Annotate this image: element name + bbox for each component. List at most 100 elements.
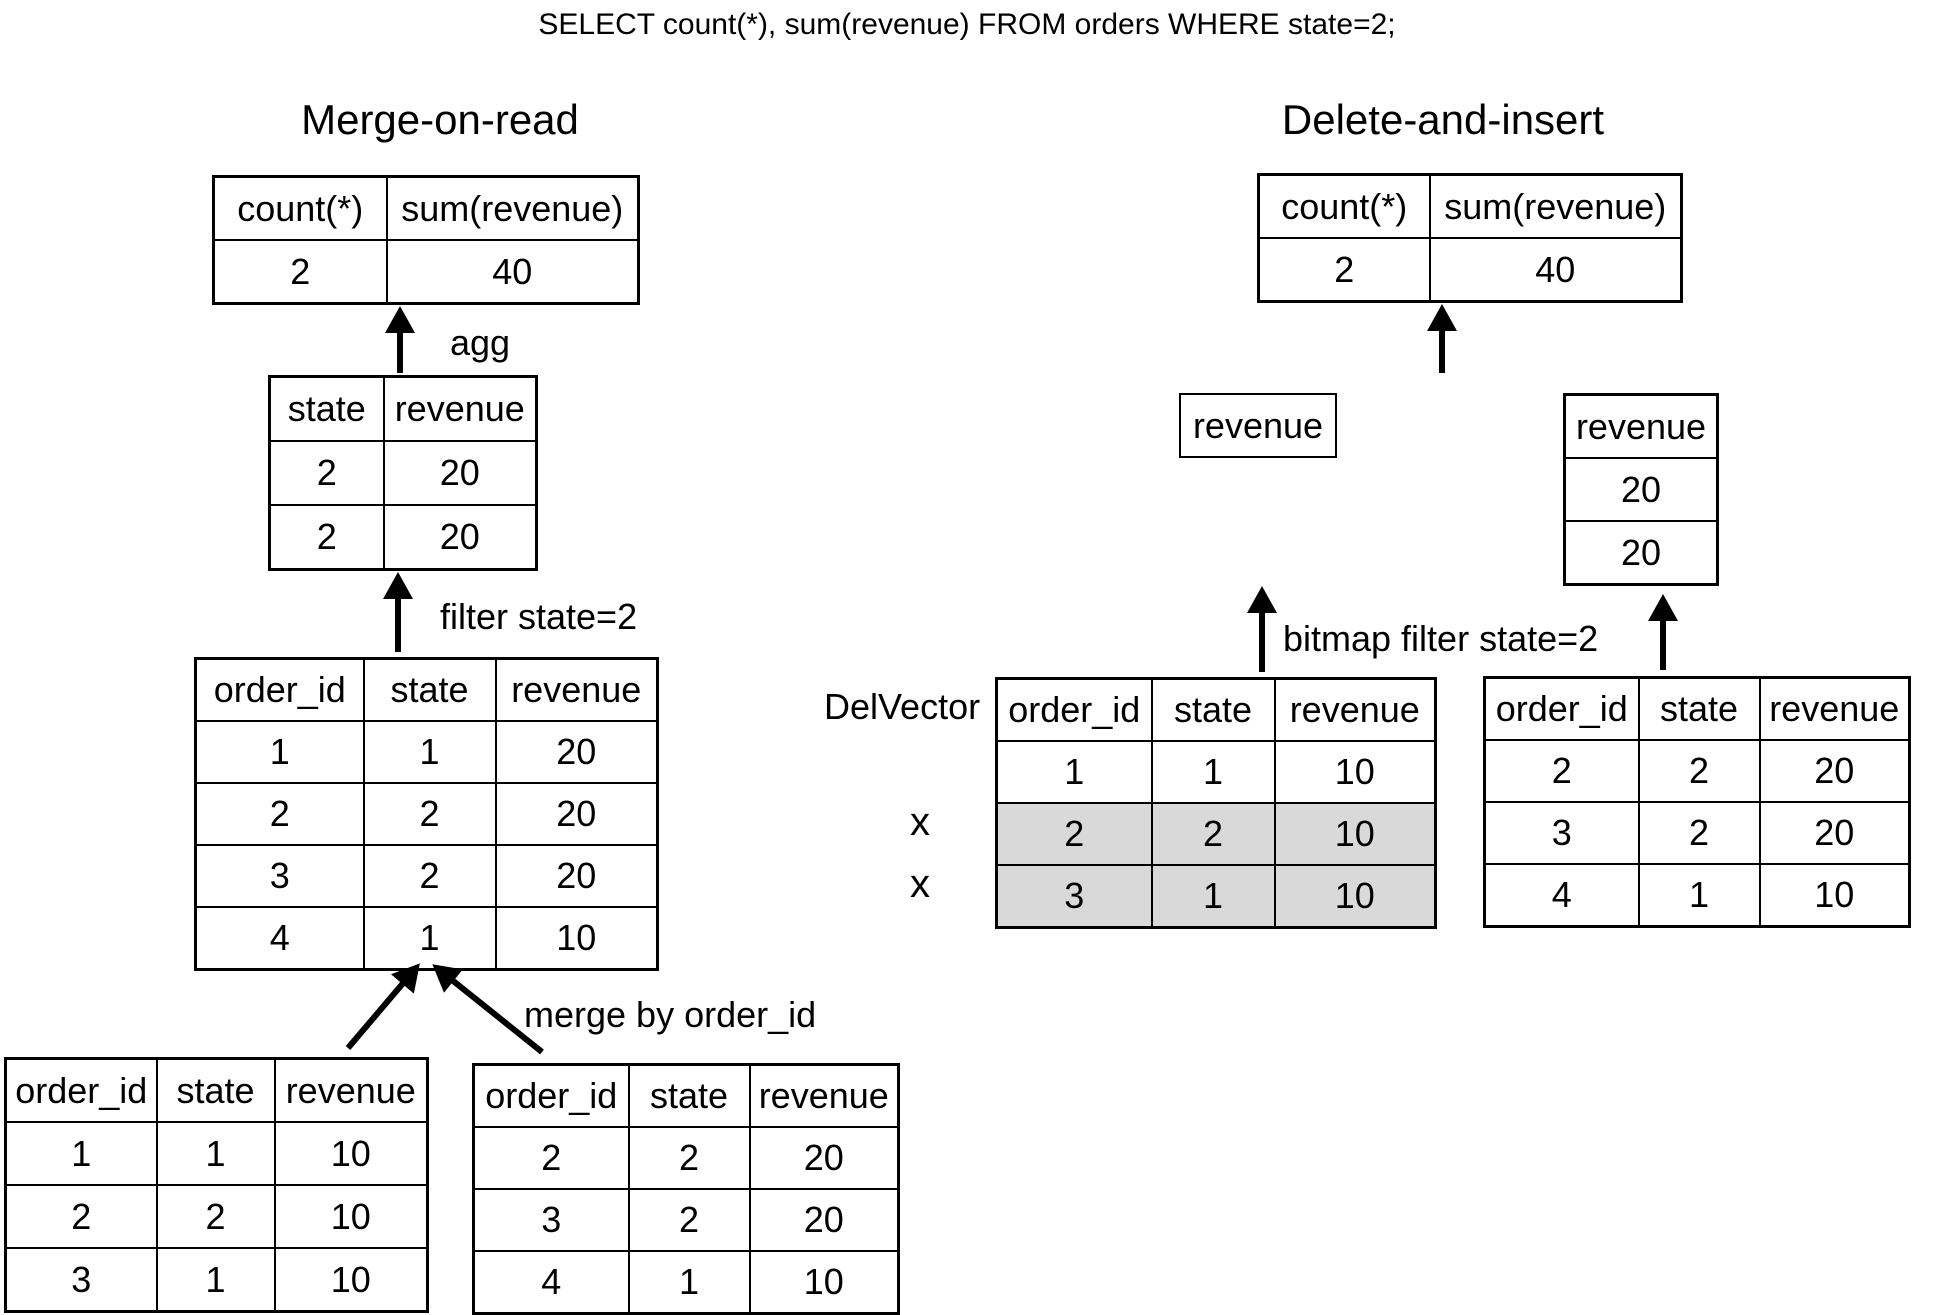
deleted-row-mark: x [910, 862, 930, 906]
table-cell: 1 [362, 906, 497, 971]
column-header: state [1150, 677, 1276, 742]
table-cell: 20 [1758, 801, 1911, 865]
table-cell: 4 [472, 1250, 630, 1315]
table-cell: 2 [1637, 801, 1761, 865]
deleted-row-mark: x [910, 800, 930, 844]
filter-label: filter state=2 [440, 596, 638, 637]
table-cell: 20 [494, 844, 659, 908]
table-cell: 3 [472, 1188, 630, 1252]
column-header: count(*) [1257, 173, 1431, 239]
table-cell: 10 [1273, 864, 1437, 929]
table-cell: 1 [1637, 863, 1761, 928]
table-cell: 1 [194, 720, 365, 784]
table-cell: 2 [472, 1126, 630, 1190]
column-header: revenue [273, 1057, 429, 1123]
table-cell: 10 [273, 1121, 429, 1186]
merge-on-read-heading: Merge-on-read [301, 96, 579, 143]
column-header: state [627, 1063, 751, 1128]
table-cell: 2 [1150, 802, 1276, 866]
column-header: count(*) [212, 175, 388, 241]
table-cell: 10 [1273, 740, 1437, 804]
table-cell: 2 [268, 504, 385, 571]
table-cell: 20 [1758, 739, 1911, 803]
column-header: revenue [748, 1063, 900, 1128]
table-cell: 3 [4, 1247, 158, 1313]
table-header-row: revenue [1563, 393, 1719, 459]
delvector-label: DelVector [824, 686, 981, 727]
table-cell: 1 [1150, 864, 1276, 929]
column-header: order_id [995, 677, 1153, 742]
table-cell: 2 [627, 1126, 751, 1190]
table-cell: 2 [1637, 739, 1761, 803]
table-cell: 10 [273, 1184, 429, 1249]
column-header: order_id [194, 657, 365, 722]
table-cell: 2 [627, 1188, 751, 1252]
table-cell: 2 [362, 782, 497, 846]
table-cell: 1 [362, 720, 497, 784]
table-cell: 20 [1563, 457, 1719, 522]
column-header: state [155, 1057, 276, 1123]
table-cell: 40 [1428, 237, 1683, 303]
column-header: state [1637, 676, 1761, 741]
merge-arrow-left [345, 963, 420, 1050]
table-row: 20 [1563, 520, 1719, 586]
table-header-row: count(*)sum(revenue) [212, 175, 640, 241]
column-header: revenue [1563, 393, 1719, 459]
table-cell: 1 [155, 1247, 276, 1313]
agg-label: agg [450, 322, 511, 363]
table-cell: 2 [995, 802, 1153, 866]
table-cell: 2 [1257, 237, 1431, 303]
table-cell: 1 [155, 1121, 276, 1186]
table-cell: 20 [748, 1188, 900, 1252]
revenue-column-box: revenue [1179, 393, 1337, 458]
column-header: revenue [1758, 676, 1911, 741]
column-header: order_id [4, 1057, 158, 1123]
column-header: revenue [494, 657, 659, 722]
table-cell: 2 [268, 440, 385, 506]
table-cell: 1 [1150, 740, 1276, 804]
delete-and-insert-heading: Delete-and-insert [1281, 96, 1605, 143]
table-cell: 10 [748, 1250, 900, 1315]
table-cell: 2 [155, 1184, 276, 1249]
table-cell: 10 [494, 906, 659, 971]
table-cell: 2 [194, 782, 365, 846]
merge-by-label: merge by order_id [524, 994, 817, 1035]
table-cell: 20 [748, 1126, 900, 1190]
column-header: revenue [1273, 677, 1437, 742]
table-cell: 3 [1483, 801, 1640, 865]
table-cell: 1 [627, 1250, 751, 1315]
table-cell: 20 [382, 504, 538, 571]
table-cell: 40 [385, 239, 640, 305]
table-cell: 10 [1758, 863, 1911, 928]
table-cell: 2 [1483, 739, 1640, 803]
column-header: order_id [1483, 676, 1640, 741]
table-cell: 20 [382, 440, 538, 506]
column-header: sum(revenue) [1428, 173, 1683, 239]
